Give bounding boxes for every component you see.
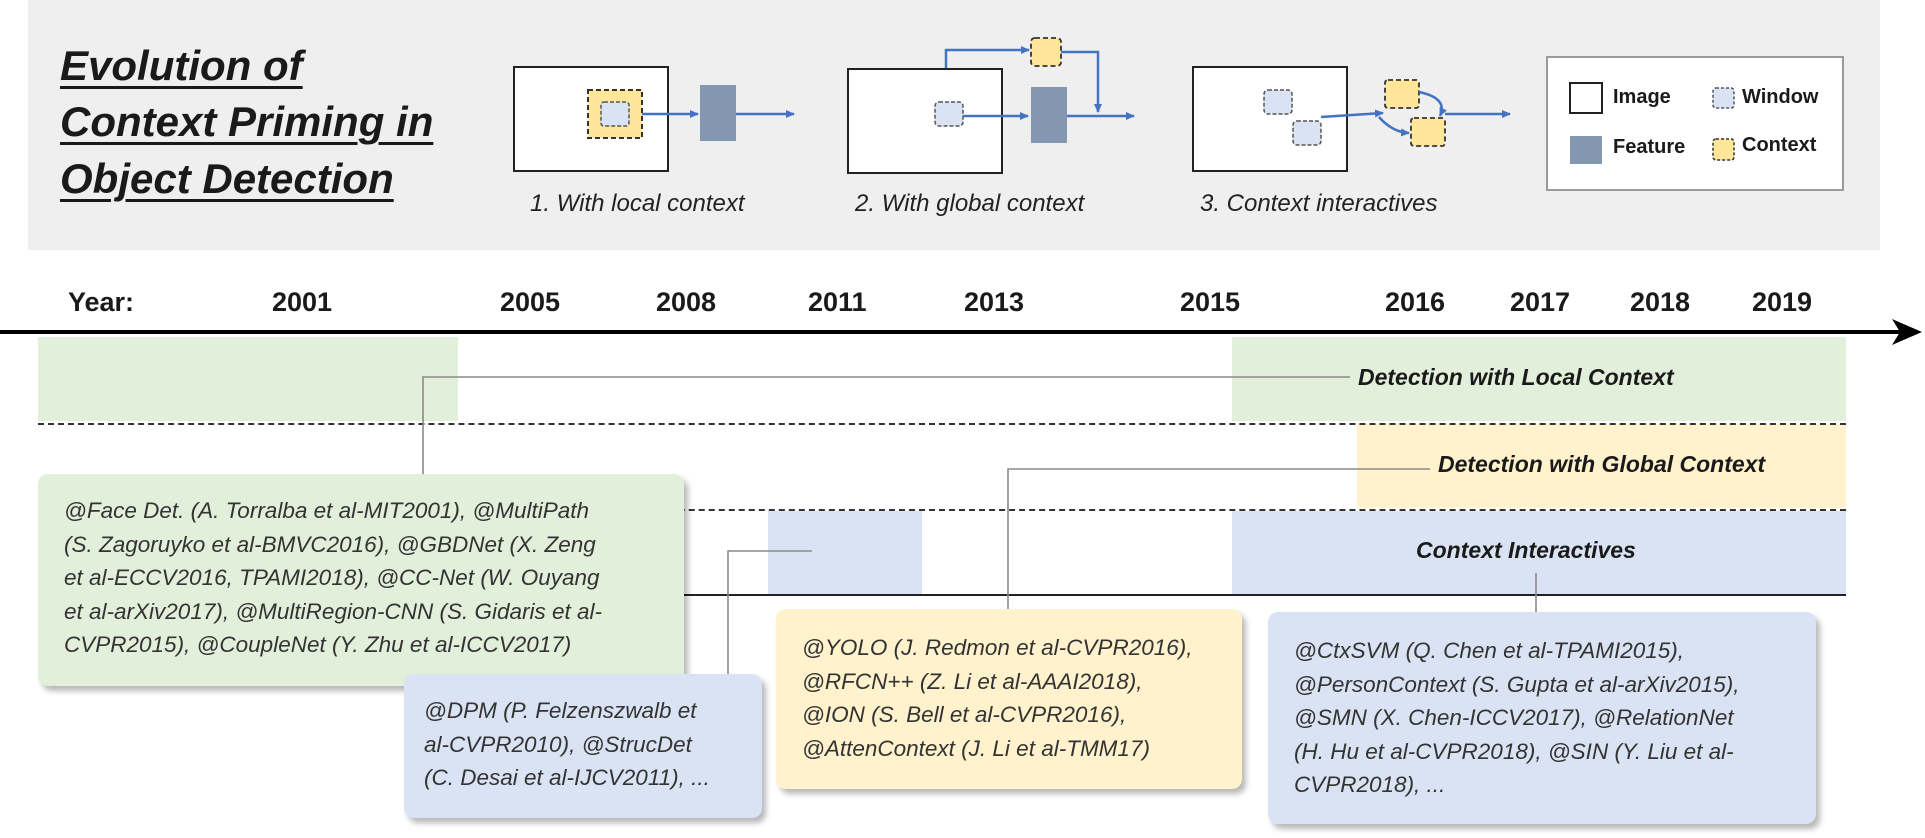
band-interactives-2011: [768, 511, 922, 595]
title-line-3: Object Detection: [60, 155, 394, 202]
ref-line: CVPR2018), ...: [1294, 772, 1446, 797]
schematic-context-interactives: [1192, 66, 1511, 172]
legend-label-feature: Feature: [1613, 136, 1686, 158]
ref-box-dpm: @DPM (P. Felzenszwalb et al-CVPR2010), @…: [404, 674, 762, 818]
caption-global-context: 2. With global context: [855, 190, 1085, 217]
timeline-axis: [0, 319, 1922, 345]
band-local-2001: [38, 337, 458, 421]
ref-line: (C. Desai et al-IJCV2011), ...: [424, 765, 710, 790]
band-separator-2: [38, 509, 1846, 511]
ref-line: @Face Det. (A. Torralba et al-MIT2001), …: [64, 498, 590, 523]
title-line-2: Context Priming in: [60, 98, 434, 145]
legend-image-icon: [1569, 82, 1603, 114]
year-2017: 2017: [1510, 287, 1571, 317]
ref-line: @AttenContext (J. Li et al-TMM17): [802, 735, 1150, 761]
caption-local-context: 1. With local context: [530, 190, 745, 217]
band-label-local: Detection with Local Context: [1358, 364, 1674, 390]
ref-line: @RFCN++ (Z. Li et al-AAAI2018),: [802, 668, 1143, 694]
legend: [1546, 56, 1844, 191]
ref-line: (H. Hu et al-CVPR2018), @SIN (Y. Liu et …: [1294, 738, 1734, 764]
legend-label-image: Image: [1613, 86, 1671, 108]
year-2013: 2013: [964, 287, 1025, 317]
schematic-global-context: [847, 37, 1135, 174]
ref-box-context-interactives: @CtxSVM (Q. Chen et al-TPAMI2015), @Pers…: [1268, 612, 1816, 824]
schematic-local-context: [513, 66, 795, 172]
year-axis-label: Year:: [68, 287, 135, 317]
ref-line: @ION (S. Bell et al-CVPR2016),: [802, 702, 1127, 727]
year-2016: 2016: [1385, 287, 1446, 317]
legend-window-icon: [1712, 87, 1735, 109]
legend-label-context: Context: [1742, 134, 1817, 156]
ref-line: @DPM (P. Felzenszwalb et: [424, 698, 697, 723]
legend-icons: [1569, 82, 1735, 164]
ref-line: et al-arXiv2017), @MultiRegion-CNN (S. G…: [64, 598, 603, 624]
title-line-1: Evolution of: [60, 42, 303, 89]
caption-context-interactives: 3. Context interactives: [1200, 190, 1438, 217]
year-2019: 2019: [1752, 287, 1813, 317]
year-2018: 2018: [1630, 287, 1691, 317]
year-2011: 2011: [808, 287, 867, 317]
band-separator-1: [38, 423, 1846, 425]
ref-line: @YOLO (J. Redmon et al-CVPR2016),: [802, 635, 1193, 660]
legend-label-window: Window: [1742, 86, 1819, 108]
ref-line: (S. Zagoruyko et al-BMVC2016), @GBDNet (…: [64, 531, 596, 557]
legend-feature-icon: [1570, 136, 1602, 164]
band-label-global: Detection with Global Context: [1438, 451, 1766, 477]
ref-box-global-context: @YOLO (J. Redmon et al-CVPR2016), @RFCN+…: [776, 609, 1242, 789]
ref-line: @CtxSVM (Q. Chen et al-TPAMI2015),: [1294, 638, 1685, 663]
ref-box-local-context: @Face Det. (A. Torralba et al-MIT2001), …: [38, 474, 684, 686]
year-2015: 2015: [1180, 287, 1241, 317]
band-global: [1357, 424, 1846, 508]
ref-line: CVPR2015), @CoupleNet (Y. Zhu et al-ICCV…: [64, 632, 572, 657]
ref-line: et al-ECCV2016, TPAMI2018), @CC-Net (W. …: [64, 565, 600, 590]
year-2005: 2005: [500, 287, 561, 317]
year-2008: 2008: [656, 287, 717, 317]
ref-line: al-CVPR2010), @StrucDet: [424, 731, 692, 757]
band-interactives-2015: [1232, 511, 1846, 595]
band-label-interactives: Context Interactives: [1416, 537, 1636, 563]
band-local-2015: [1232, 337, 1846, 421]
ref-line: @PersonContext (S. Gupta et al-arXiv2015…: [1294, 671, 1740, 697]
ref-line: @SMN (X. Chen-ICCV2017), @RelationNet: [1294, 705, 1734, 730]
legend-context-icon: [1712, 138, 1735, 161]
year-2001: 2001: [272, 287, 333, 317]
